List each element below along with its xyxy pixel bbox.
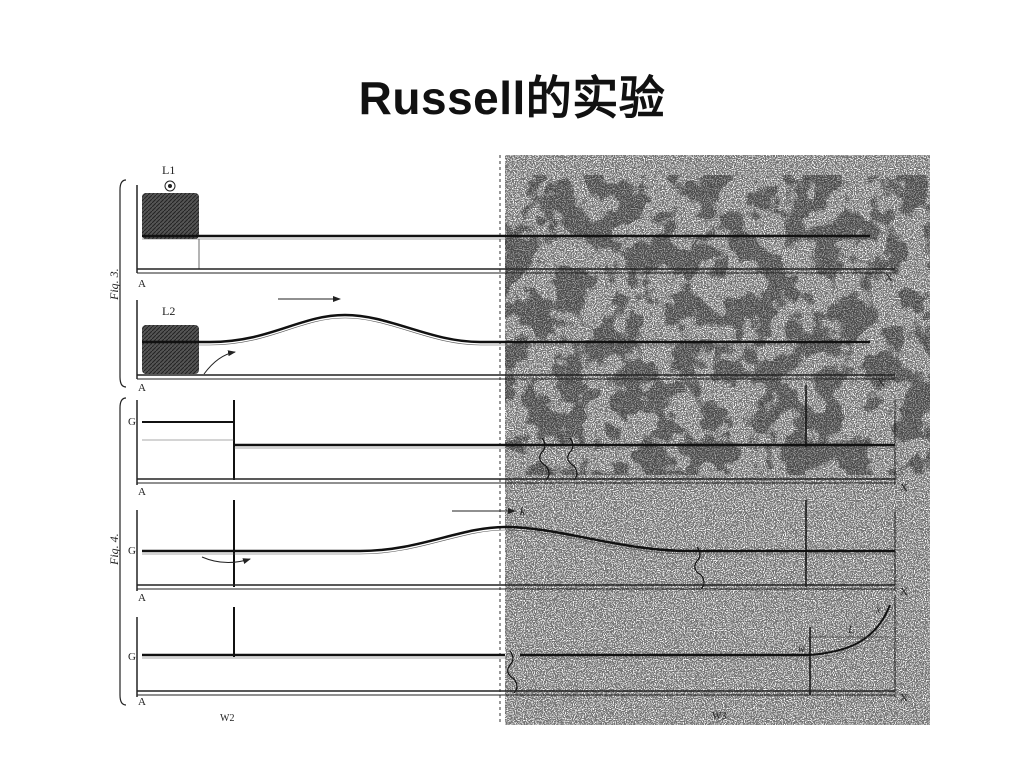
rising-water-curve (809, 604, 891, 656)
break-mark (539, 437, 550, 481)
fig4-caption: Fig. 4. (107, 533, 121, 566)
paper-texture (505, 155, 930, 725)
l1-ring-icon (164, 180, 176, 192)
right-label-x: X (885, 272, 893, 284)
wave-label-k: k (520, 504, 526, 518)
curve-label-x: x (875, 605, 881, 616)
weight-l2-block (142, 325, 199, 374)
weight-motion-arrow (203, 350, 236, 375)
right-label-x: X (900, 692, 908, 704)
right-label-x: X (900, 586, 908, 598)
g-label: G (128, 545, 136, 557)
weight-l1-label: L1 (162, 163, 175, 177)
left-label-a: A (138, 486, 146, 498)
break-mark (507, 650, 518, 694)
g-label: G (128, 416, 136, 428)
translation-wave-curve (142, 525, 895, 553)
fig4-panel-3: G w L x A X W2 W3 (128, 595, 908, 724)
g-label: G (128, 651, 136, 663)
break-mark (694, 546, 705, 590)
fig3-brace (119, 179, 127, 388)
bottom-label-w3: W3 (712, 711, 726, 722)
left-label-a: A (138, 278, 146, 290)
fig3-caption: Fig. 3. (107, 268, 121, 301)
fig4: Fig. 4. G A X (107, 385, 908, 724)
right-label-x: X (900, 482, 908, 494)
fig3-panel-top: L1 A X (136, 163, 895, 290)
left-label-a: A (138, 382, 146, 394)
fig3: Fig. 3. L1 A X L2 (107, 163, 895, 394)
weight-l2-label: L2 (162, 304, 175, 318)
fig4-panel-2: G k A X (128, 500, 908, 604)
bottom-label-w2: W2 (220, 713, 234, 724)
russell-experiment-figure: Fig. 3. L1 A X L2 (100, 155, 930, 725)
right-label-x: X (877, 377, 885, 389)
fig4-brace (119, 397, 127, 706)
experiment-diagram: Fig. 3. L1 A X L2 (107, 155, 930, 725)
curve-label-l: L (847, 624, 854, 636)
curve-label-w: w (798, 644, 805, 655)
left-label-a: A (138, 696, 146, 708)
left-label-a: A (138, 592, 146, 604)
fig3-panel-bottom: L2 A X (136, 296, 895, 394)
solitary-wave-curve (142, 313, 870, 344)
fig4-panel-1: G A X (128, 385, 908, 498)
slide-title: Russell的实验 (358, 72, 666, 124)
weight-l1-block (142, 193, 199, 239)
